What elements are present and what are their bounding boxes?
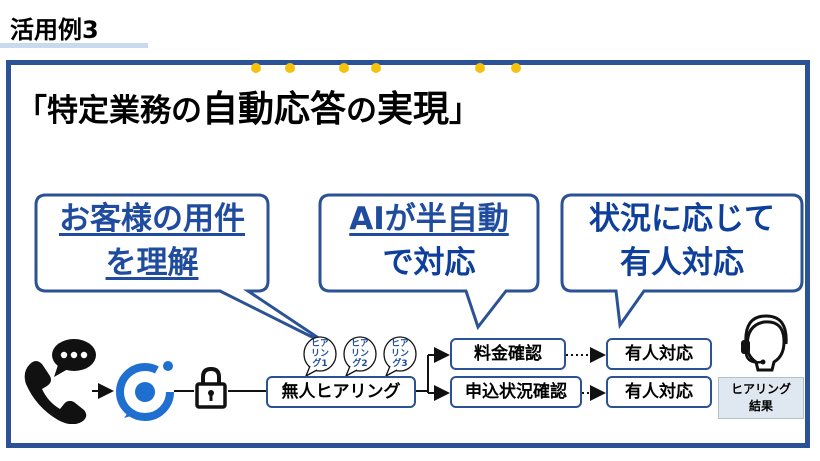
headline-open: 「 [16, 93, 47, 129]
hearing-step-3: ヒア リン グ3 [390, 339, 409, 369]
hearing-step-bubbles [303, 336, 417, 378]
hearing-step-2: ヒア リン グ2 [350, 339, 369, 369]
staff-handling-box-1: 有人対応 [606, 338, 712, 370]
callout-understand: お客様の用件 を理解 [34, 193, 333, 349]
emphasis-dot [511, 63, 521, 73]
section-label: 活用例3 [10, 16, 99, 44]
callout-understand-line2: を理解 [105, 245, 199, 281]
headline-part2: 自動応答 [202, 89, 347, 130]
hearing-result-line1: ヒアリング [730, 382, 791, 396]
section-tab: 活用例3 [0, 0, 152, 50]
headline-part4: 実現 [377, 89, 450, 130]
lock-icon [195, 366, 227, 409]
callout-human: 状況に応じて 有人対応 [560, 193, 804, 330]
ai-logo-icon [116, 361, 174, 421]
callout-shape [34, 193, 333, 349]
callout-ai: AIが半自動 で対応 [318, 193, 540, 331]
callout-human-line2: 有人対応 [620, 245, 744, 281]
hearing-result-card: ヒアリング 結果 [718, 377, 804, 419]
emphasis-dot [475, 63, 485, 73]
headline-close: 」 [449, 93, 481, 129]
emphasis-dot [371, 63, 381, 73]
phone-icon [24, 361, 87, 424]
callout-shape [560, 193, 804, 330]
callout-ai-line2: で対応 [382, 245, 476, 281]
emphasis-dot [285, 63, 295, 73]
emphasis-dot [339, 63, 349, 73]
section-underline [0, 43, 148, 48]
callout-understand-line1: お客様の用件 [59, 201, 245, 237]
headline-part3: の [346, 93, 378, 129]
hearing-step-1: ヒア リン グ1 [310, 339, 329, 369]
headline-part1: 特定業務の [47, 93, 202, 129]
chat-bubble-icon [52, 339, 96, 377]
hearing-result-line2: 結果 [748, 399, 773, 413]
callout-shape [318, 193, 540, 331]
application-status-box: 申込状況確認 [450, 376, 582, 408]
callout-ai-line1: AIが半自動 [349, 201, 509, 237]
staff-handling-box-2: 有人対応 [606, 376, 712, 408]
unmanned-hearing-box: 無人ヒアリング [266, 376, 416, 408]
operator-headset-icon [741, 314, 788, 372]
headline: 「特定業務の自動応答の実現」 [16, 80, 480, 132]
emphasis-dot [251, 63, 261, 73]
fee-check-box: 料金確認 [450, 338, 566, 370]
callout-human-line1: 状況に応じて [589, 201, 775, 237]
